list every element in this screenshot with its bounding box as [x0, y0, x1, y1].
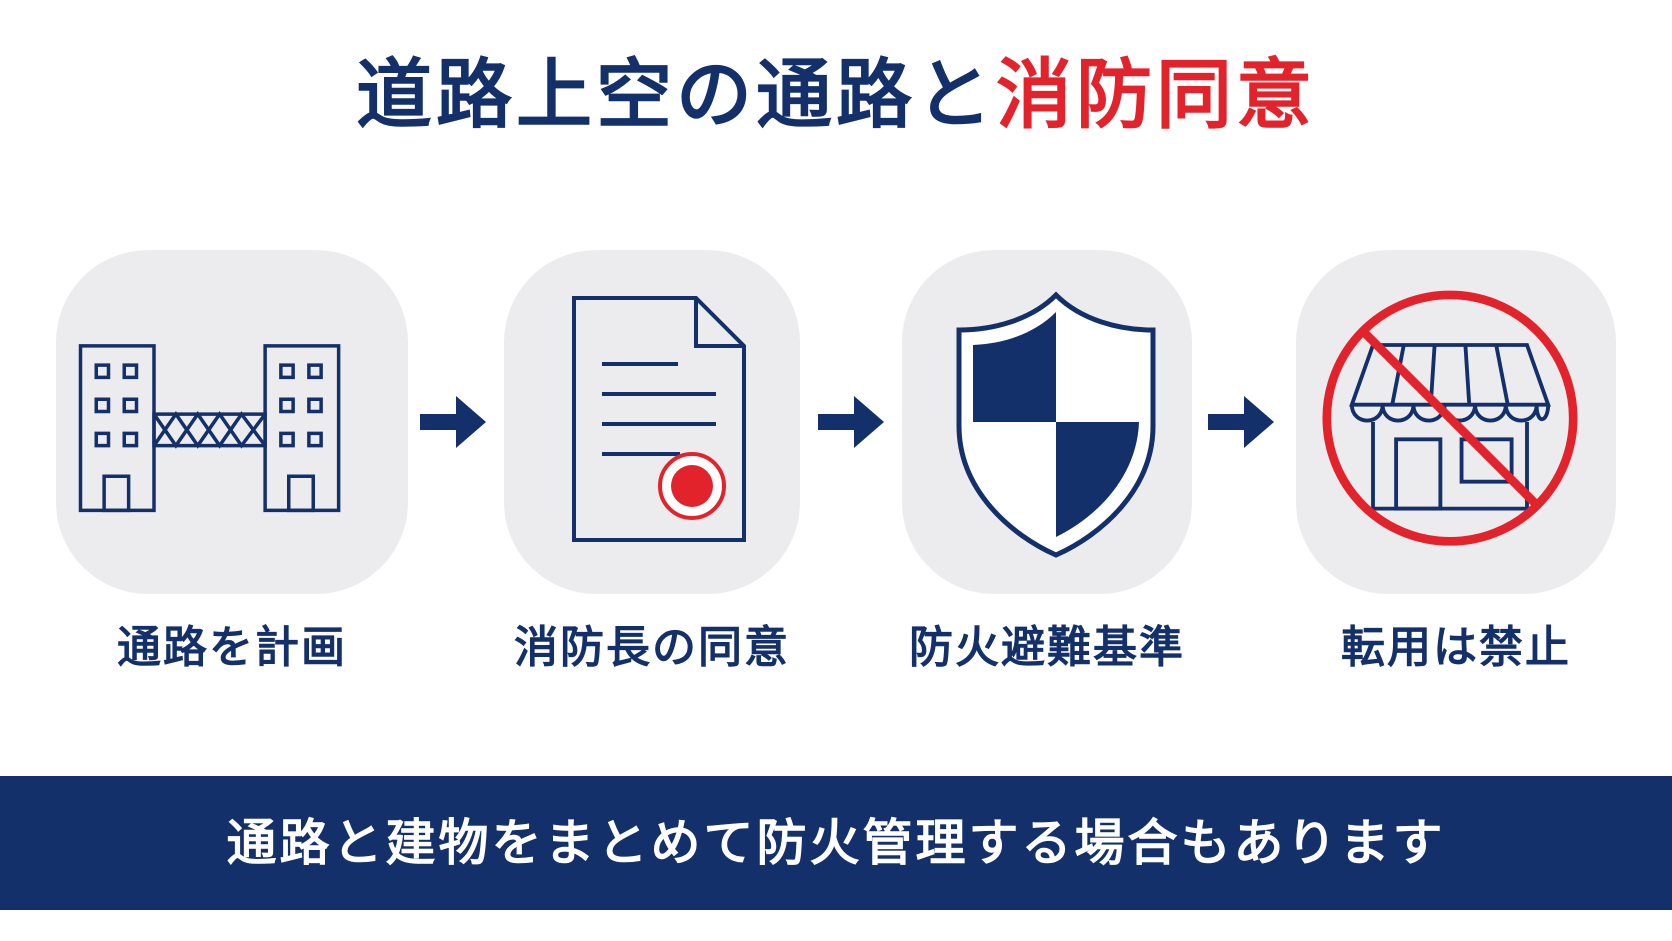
- no-shop-icon: [1322, 290, 1578, 546]
- footer-banner: 通路と建物をまとめて防火管理する場合もあります: [0, 776, 1672, 910]
- step-label-plan: 通路を計画: [117, 622, 347, 673]
- title-main: 道路上空の通路と: [356, 50, 996, 139]
- title-accent: 消防同意: [996, 50, 1316, 139]
- step-label-consent: 消防長の同意: [514, 622, 790, 673]
- page-title: 道路上空の通路と消防同意: [0, 40, 1672, 150]
- arrow-icon: [818, 396, 884, 448]
- step-tile-standard: [902, 250, 1192, 594]
- arrow-icon: [1208, 396, 1274, 448]
- arrow-icon: [420, 396, 486, 448]
- step-tile-plan: [56, 250, 408, 594]
- skybridge-buildings-icon: [78, 344, 341, 513]
- step-tile-consent: [504, 250, 800, 594]
- step-label-prohibited: 転用は禁止: [1341, 622, 1571, 673]
- approved-document-icon: [572, 296, 746, 542]
- step-label-standard: 防火避難基準: [909, 622, 1185, 673]
- step-tile-prohibited: [1296, 250, 1616, 594]
- shield-icon: [956, 291, 1156, 558]
